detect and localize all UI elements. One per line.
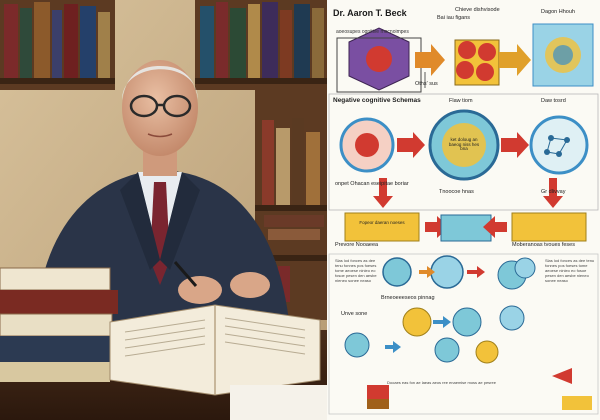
label-5: Flaw tiom (449, 98, 473, 104)
arrow-icon (483, 216, 507, 238)
label-1: Bai iau figans (437, 15, 471, 21)
arrow-icon (543, 178, 563, 208)
arrow-icon (499, 44, 531, 76)
label-7: onpet Ohacan eseipitae boriar (335, 181, 409, 187)
label-8: Tnoocoe hnas (439, 189, 474, 195)
label-13: Brneoeeeseos pinnag (381, 295, 435, 301)
poster-title: Dr. Aaron T. Beck (333, 8, 407, 18)
arrow-icon (433, 316, 451, 328)
arrow-icon (419, 266, 435, 278)
section-heading: Negative cognitive Schemas (333, 97, 421, 104)
arrow-icon (415, 44, 445, 76)
label-12: Fopeor daeran noeses (359, 220, 405, 225)
label-10: Prevore Nooaeea (335, 242, 379, 248)
label-4: Oths' sus (415, 81, 438, 87)
pen (173, 261, 198, 287)
arrow-icon (501, 132, 529, 158)
portrait-photo (0, 0, 327, 420)
circle-text: ket doloug an baeog niss hes bna (448, 137, 480, 151)
arrow-icon (397, 132, 425, 158)
label-6: Daw tosrd (541, 98, 566, 104)
yellow-box (344, 212, 420, 242)
label-9: Gr dlivvay (541, 189, 566, 195)
face (122, 60, 198, 156)
label-3: Dagon Hhouh (541, 9, 575, 15)
paper (230, 385, 327, 420)
body-text-right: Slas lod fonces as dee tenu fonnes pos f… (545, 258, 595, 283)
portrait-illustration (0, 0, 327, 420)
book-stack (0, 267, 120, 382)
label-2: Chieve dishvisode (455, 7, 500, 13)
label-11: Moberanoas tvoues feses (512, 242, 575, 248)
footer-text: Dooaes eas fon ae laeas aeos ree enaemis… (387, 380, 496, 385)
arrow-icon (373, 178, 393, 208)
yellow-box (511, 212, 587, 242)
label-14: Unve sone (341, 311, 368, 317)
hand (178, 276, 222, 304)
arrow-icon (385, 341, 401, 353)
glasses (129, 94, 192, 118)
poster-subtitle: aoeosupes ognitive mocnoimpes (336, 29, 409, 35)
body-text: Slas lod fonces as dee tenu fonnes pos f… (335, 258, 377, 283)
poster-graphics (328, 23, 599, 415)
infographic-poster: Dr. Aaron T. Beck aoeosupes ognitive moc… (327, 0, 600, 420)
bookshelf (0, 0, 327, 320)
arrow-icon (467, 266, 485, 278)
